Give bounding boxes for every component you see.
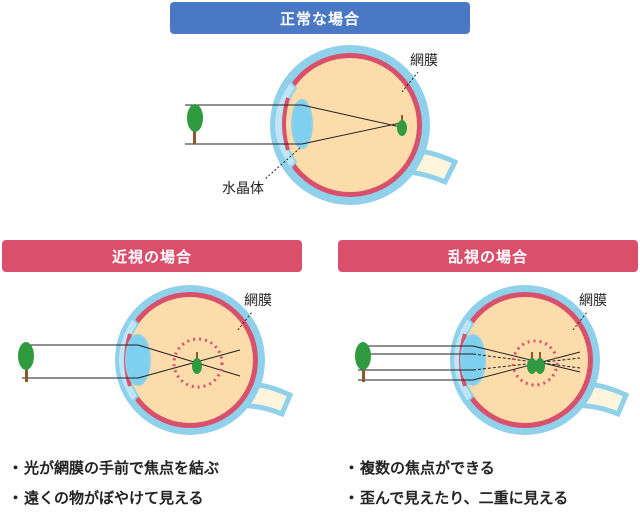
- retina-leader: [237, 311, 253, 331]
- vitreous-body: [283, 58, 417, 192]
- tree-object: [187, 104, 203, 144]
- tree-object: [355, 342, 371, 382]
- myopia-title: 近視の場合: [111, 247, 192, 266]
- retina-leader: [401, 71, 419, 93]
- cornea: [452, 316, 475, 404]
- tree-object: [18, 342, 34, 382]
- optic-nerve: [232, 381, 294, 418]
- crystalline-lens: [460, 334, 486, 386]
- bullet-glyph: ・: [8, 459, 24, 477]
- sclera: [270, 45, 430, 205]
- astigmatism-note-text: 複数の焦点ができる: [360, 459, 495, 477]
- normal-lens-label: 水晶体: [222, 181, 264, 197]
- crystalline-lens: [291, 99, 313, 149]
- myopia-note-text: 遠くの物がぼやけて見える: [24, 489, 204, 507]
- retina: [122, 292, 258, 428]
- focus-blur-circle: [172, 337, 224, 389]
- cornea: [273, 80, 298, 170]
- retina: [457, 292, 593, 428]
- focused-image: [192, 352, 202, 374]
- normal-title: 正常な場合: [279, 9, 360, 28]
- refracted-ray: [472, 353, 581, 369]
- retina-image: [397, 115, 407, 136]
- astigmatism-title: 乱視の場合: [447, 247, 528, 266]
- iris: [124, 333, 132, 387]
- refracted-ray: [472, 351, 581, 381]
- sclera: [115, 285, 265, 435]
- lens-leader: [263, 147, 301, 181]
- myopia-title-banner: 近視の場合: [2, 240, 302, 272]
- refracted-ray-bottom: [301, 121, 406, 145]
- myopia-retina-label: 網膜: [244, 293, 272, 309]
- astigmatism-title-banner: 乱視の場合: [338, 240, 638, 272]
- astigmatism-note: ・歪んで見えたり、二重に見える: [344, 483, 568, 513]
- crystalline-lens: [125, 334, 151, 386]
- vitreous-body: [127, 297, 253, 423]
- astigmatism-retina-label: 網膜: [579, 293, 607, 309]
- optic-nerve: [567, 381, 630, 418]
- astigmatism-note-text: 歪んで見えたり、二重に見える: [360, 489, 569, 507]
- cornea: [117, 316, 140, 404]
- myopia-notes: ・光が網膜の手前で焦点を結ぶ ・遠くの物がぼやけて見える: [8, 453, 219, 513]
- focus-blur-circle: [511, 339, 559, 387]
- sclera: [450, 285, 600, 435]
- myopia-note-text: 光が網膜の手前で焦点を結ぶ: [24, 459, 220, 477]
- retina: [278, 53, 422, 197]
- double-image: [527, 352, 545, 374]
- normal-title-banner: 正常な場合: [170, 2, 470, 34]
- refracted-ray: [472, 345, 581, 373]
- refracted-ray-top: [301, 104, 406, 129]
- bullet-glyph: ・: [344, 489, 360, 507]
- myopia-note: ・光が網膜の手前で焦点を結ぶ: [8, 453, 219, 483]
- vitreous-body: [462, 297, 588, 423]
- refracted-ray-top: [137, 344, 241, 377]
- refracted-ray: [472, 357, 581, 371]
- refracted-ray-bottom: [137, 349, 241, 379]
- iris: [282, 97, 290, 151]
- iris: [459, 333, 467, 387]
- myopia-note: ・遠くの物がぼやけて見える: [8, 483, 219, 513]
- normal-retina-label: 網膜: [410, 53, 438, 69]
- bullet-glyph: ・: [344, 459, 360, 477]
- astigmatism-notes: ・複数の焦点ができる ・歪んで見えたり、二重に見える: [344, 453, 568, 513]
- retina-leader: [572, 311, 588, 331]
- bullet-glyph: ・: [8, 489, 24, 507]
- optic-nerve: [389, 147, 459, 186]
- astigmatism-note: ・複数の焦点ができる: [344, 453, 568, 483]
